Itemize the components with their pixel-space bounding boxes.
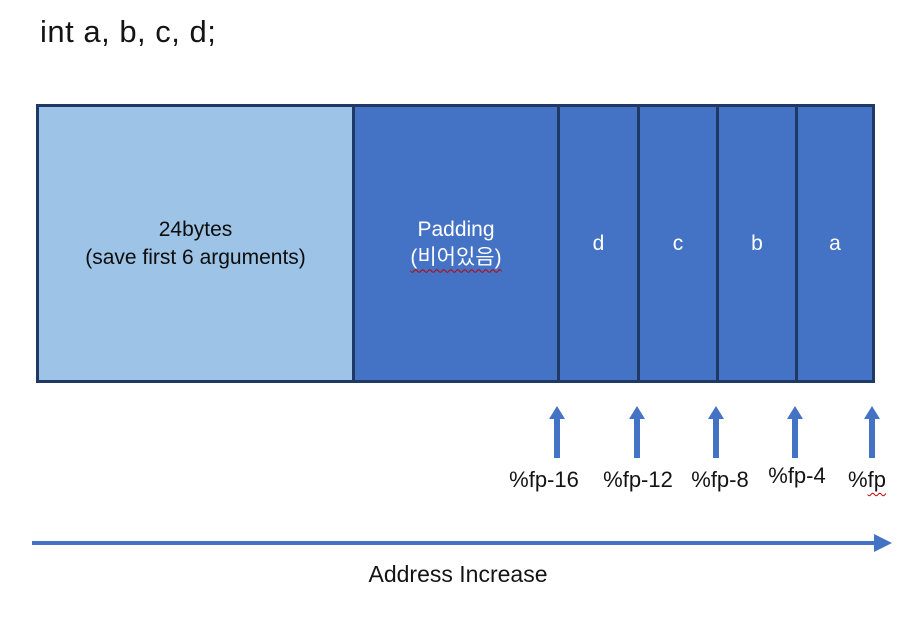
arrow-head	[629, 406, 645, 419]
fp-label: %fp	[848, 467, 886, 493]
arrow-stem	[634, 419, 640, 458]
fp-label-underlined: fp	[867, 467, 886, 492]
var-d-label: d	[592, 231, 605, 255]
fp-minus-4-label: %fp-4	[768, 463, 826, 488]
padding-sublabel-korean: (비어있음)	[410, 245, 502, 269]
section-saved-arguments: 24bytes (save first 6 arguments)	[39, 107, 352, 380]
fp-arrow-icon	[864, 406, 880, 458]
section-padding: Padding (비어있음)	[352, 107, 557, 380]
arrow-stem	[713, 419, 719, 458]
var-a-label: a	[829, 231, 841, 255]
section-var-c: c	[637, 107, 716, 380]
fp-minus-12-arrow-icon	[629, 406, 645, 458]
fp-minus-8-label: %fp-8	[691, 467, 749, 492]
address-increase-label: Address Increase	[368, 561, 548, 587]
arrow-head	[787, 406, 803, 419]
address-increase-arrow-head-icon	[874, 534, 892, 552]
arrow-head	[708, 406, 724, 419]
section-var-a: a	[795, 107, 872, 380]
arrow-head	[864, 406, 880, 419]
arrow-stem	[869, 419, 875, 458]
fp-label-prefix: %	[848, 467, 868, 492]
saved-arguments-size-label: 24bytes	[158, 217, 233, 241]
section-var-b: b	[716, 107, 795, 380]
stack-memory-diagram: 24bytes (save first 6 arguments) Padding…	[36, 104, 875, 383]
var-c-label: c	[672, 231, 684, 255]
section-var-d: d	[557, 107, 637, 380]
fp-minus-12-label: %fp-12	[603, 467, 673, 492]
arrow-stem	[792, 419, 798, 458]
fp-minus-16-label: %fp-16	[509, 467, 579, 492]
arrow-head	[549, 406, 565, 419]
var-b-label: b	[751, 231, 763, 255]
address-increase-arrow-line	[32, 541, 876, 545]
arrow-stem	[554, 419, 560, 458]
saved-arguments-sublabel: (save first 6 arguments)	[85, 245, 306, 269]
code-declaration-title: int a, b, c, d;	[40, 14, 217, 49]
fp-minus-16-arrow-icon	[549, 406, 565, 458]
padding-label: Padding	[417, 217, 495, 241]
fp-minus-4-arrow-icon	[787, 406, 803, 458]
fp-minus-8-arrow-icon	[708, 406, 724, 458]
